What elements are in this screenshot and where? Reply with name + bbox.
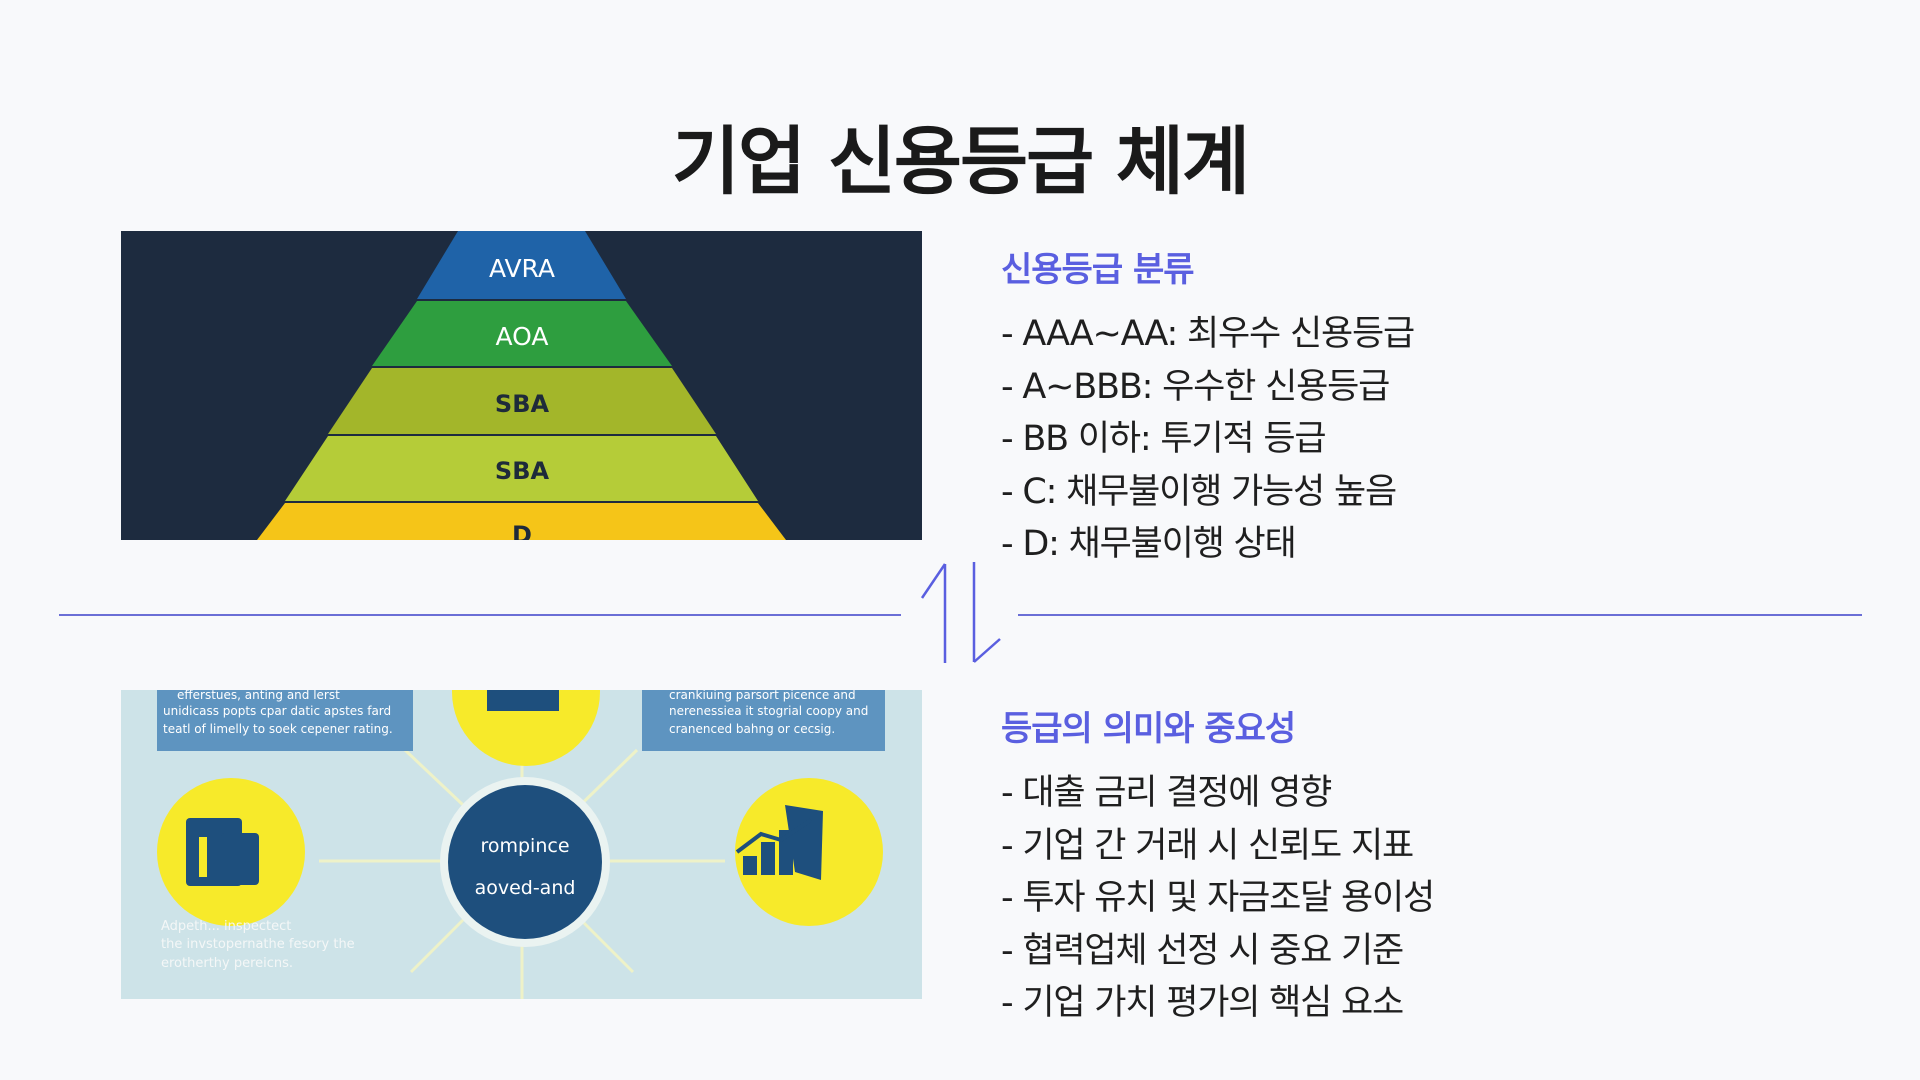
section-heading-classification: 신용등급 분류 xyxy=(1001,250,1195,290)
pyramid-tier-label-3: SBA xyxy=(495,390,550,418)
slide-title: 기업 신용등급 체계 xyxy=(671,118,1250,205)
info-box-right xyxy=(642,690,885,751)
info-box-left xyxy=(157,690,413,751)
bullet-item: - 대출 금리 결정에 영향 xyxy=(1001,773,1332,813)
center-label-line-1: rompince xyxy=(480,835,569,857)
info-box-right-line-1: crankiuing parsort picence and xyxy=(669,690,856,702)
section-heading-importance: 등급의 의미와 중요성 xyxy=(1001,709,1296,749)
center-label-line-2: aoved-and xyxy=(475,877,576,899)
pyramid-tier-label-4: SBA xyxy=(495,457,550,485)
center-circle xyxy=(448,785,602,939)
pyramid-tier-3 xyxy=(328,368,716,434)
bottom-left-line-3: erotherthy pereicns. xyxy=(161,956,293,971)
section-divider-right xyxy=(1018,614,1862,616)
pyramid-tier-label-1: AVRA xyxy=(489,254,555,283)
bottom-left-line-2: the invstopernathe fesory the xyxy=(161,937,355,952)
pyramid-tier-label-5: D xyxy=(512,521,532,540)
bullet-item: - 투자 유치 및 자금조달 용이성 xyxy=(1001,878,1435,918)
credit-rating-infographic-image: efferstues, anting and lerst unidicass p… xyxy=(121,690,922,999)
bottom-left-line-1: Adpeth... inspectect xyxy=(161,919,291,934)
bullet-item: - AAA~AA: 최우수 신용등급 xyxy=(1001,314,1415,354)
credit-classification-section: 신용등급 분류 - AAA~AA: 최우수 신용등급 - A~BBB: 우수한 … xyxy=(1001,246,1415,571)
info-box-left-line-1: efferstues, anting and lerst xyxy=(177,690,340,702)
credit-rating-pyramid-image: AVRA AOA SBA SBA D xyxy=(121,231,922,540)
bullet-item: - 기업 가치 평가의 핵심 요소 xyxy=(1001,983,1404,1023)
document-icon xyxy=(186,818,259,886)
pyramid-tier-4 xyxy=(285,436,758,501)
info-box-left-line-3: teatl of limelly to soek cepener rating. xyxy=(163,722,393,736)
pyramid-tier-1 xyxy=(417,231,626,299)
bullet-item: - 협력업체 선정 시 중요 기준 xyxy=(1001,930,1404,971)
bullet-item: - A~BBB: 우수한 신용등급 xyxy=(1001,366,1390,407)
chart-icon xyxy=(735,805,823,880)
pyramid-tier-5 xyxy=(257,503,786,540)
swap-vertical-icon xyxy=(920,562,1001,663)
info-box-right-line-2: nerenessiea it stogrial coopy and xyxy=(669,704,868,718)
bullet-item: - 기업 간 거래 시 신뢰도 지표 xyxy=(1001,825,1414,866)
document-icon-top xyxy=(487,690,559,711)
bullet-item: - C: 채무불이행 가능성 높음 xyxy=(1001,471,1397,512)
pyramid-tier-label-2: AOA xyxy=(495,322,548,351)
info-box-left-line-2: unidicass popts cpar datic apstes fard xyxy=(163,704,391,718)
bullet-item: - BB 이하: 투기적 등급 xyxy=(1001,419,1327,459)
section-divider-left xyxy=(59,614,901,616)
info-box-right-line-3: cranenced bahng or cecsig. xyxy=(669,722,835,736)
rating-importance-section: 등급의 의미와 중요성 - 대출 금리 결정에 영향 - 기업 간 거래 시 신… xyxy=(1001,705,1435,1030)
bullet-item: - D: 채무불이행 상태 xyxy=(1001,524,1297,564)
pyramid-tier-2 xyxy=(372,301,672,366)
